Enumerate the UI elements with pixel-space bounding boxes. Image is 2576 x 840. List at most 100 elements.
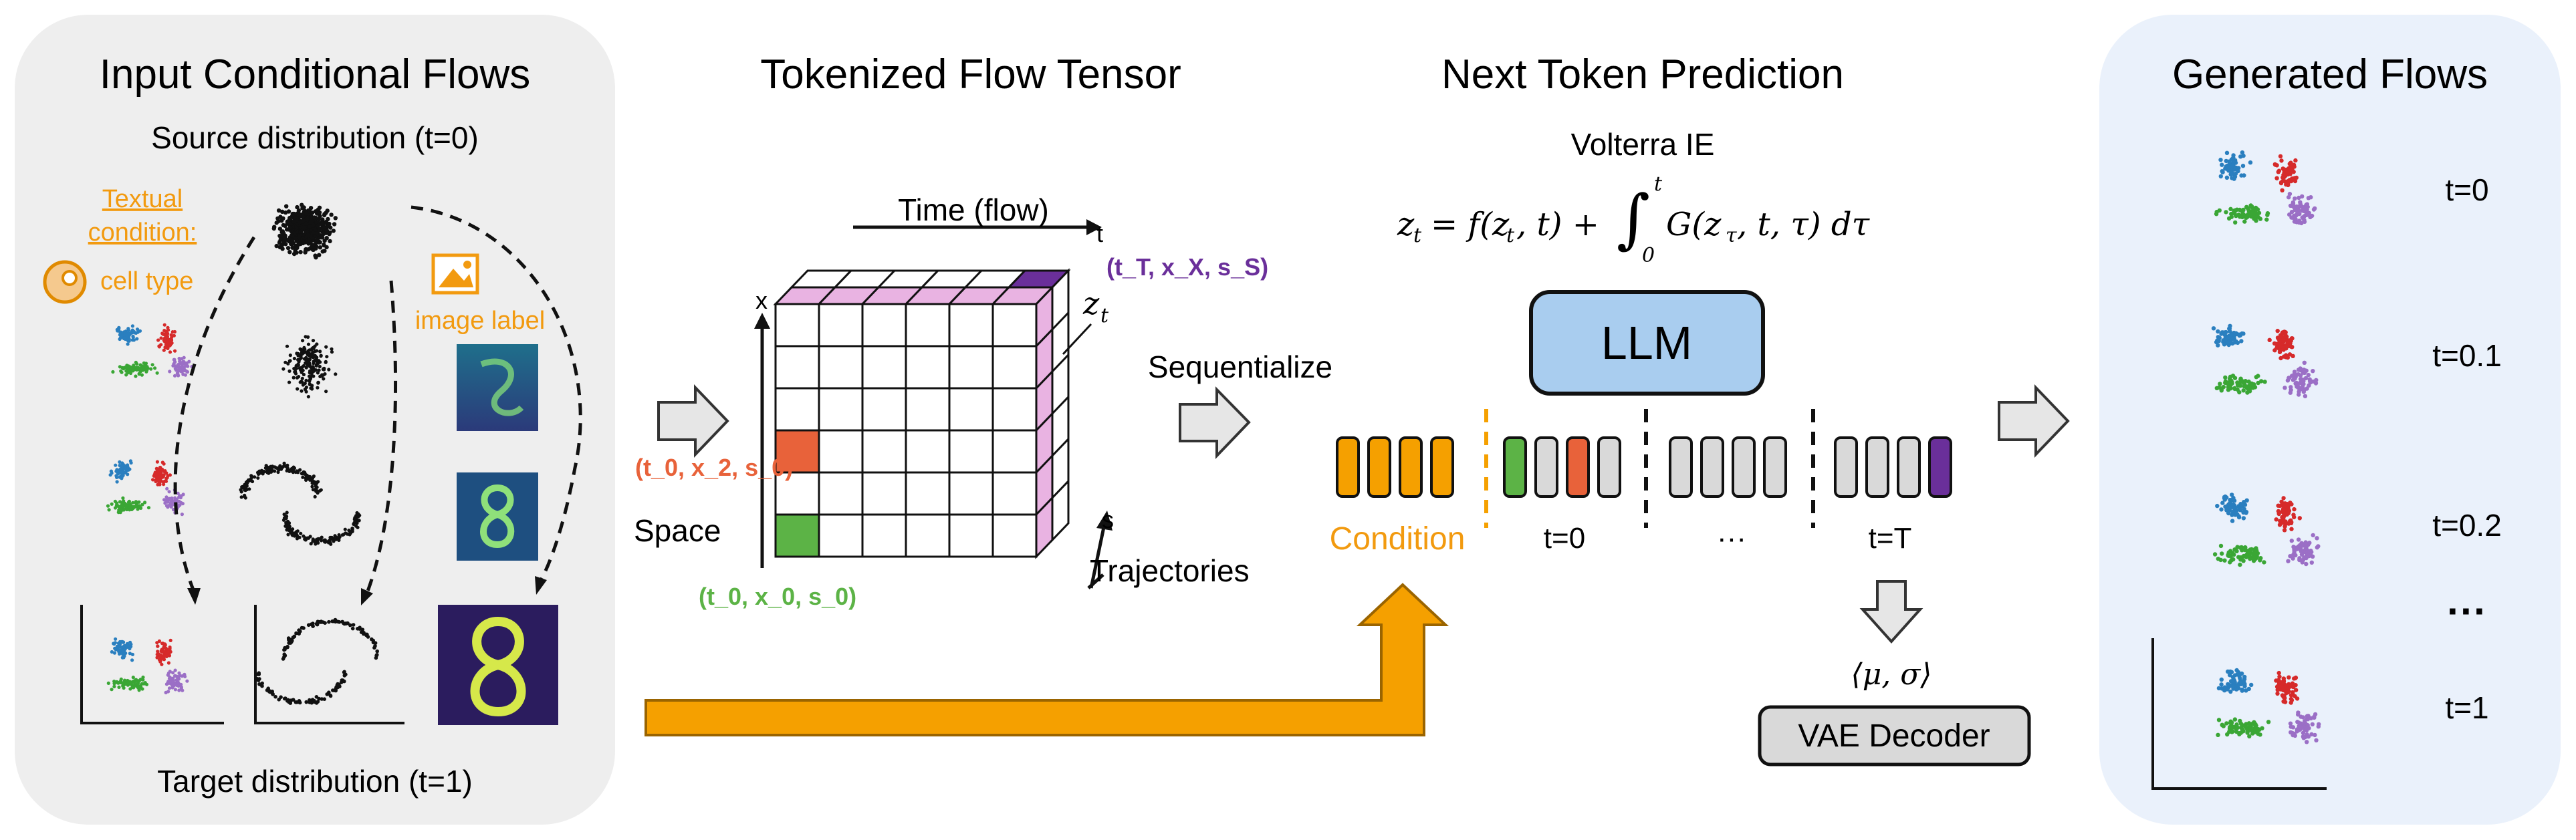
tensor-front-cell: [991, 387, 1038, 432]
scatter-point: [294, 250, 299, 255]
scatter-point: [263, 466, 267, 470]
volterra-equation: z t = f(z t , t) + ∫ t 0 G(z τ , t, τ) d…: [1397, 172, 1871, 267]
cell-point: [179, 686, 183, 691]
textual-condition-line1: Textual: [102, 185, 183, 213]
target-plot-moons: [254, 605, 404, 724]
scatter-point: [295, 204, 300, 210]
cell-point: [2304, 202, 2309, 207]
cell-point: [2244, 688, 2248, 693]
scatter-point: [291, 470, 296, 474]
cell-point: [2291, 556, 2295, 561]
cell-point: [2294, 175, 2299, 180]
cell-point: [122, 499, 126, 503]
scatter-point: [299, 355, 303, 359]
cell-point: [142, 682, 146, 686]
scatter-point: [333, 534, 337, 538]
cell-point: [2232, 386, 2237, 391]
scatter-point: [300, 215, 306, 219]
scatter-point: [319, 354, 323, 358]
cell-point: [2255, 207, 2260, 212]
cell-point: [162, 323, 166, 327]
target-digit-image: [438, 605, 558, 725]
cell-point: [2302, 555, 2307, 560]
cell-point: [2287, 195, 2291, 200]
tensor-front-cell: [948, 429, 994, 474]
generated-cells-t01: [2211, 323, 2319, 398]
cell-point: [2293, 208, 2297, 213]
cell-point: [2229, 215, 2234, 219]
scatter-point: [315, 349, 319, 353]
scatter-point: [287, 225, 293, 230]
cell-point: [2228, 683, 2233, 688]
cell-point: [2310, 722, 2315, 727]
cell-point: [162, 348, 166, 352]
scatter-point: [299, 531, 303, 535]
token: [1834, 436, 1858, 498]
cell-point: [2308, 215, 2313, 220]
scatter-point: [277, 227, 283, 231]
cell-point: [2304, 561, 2309, 567]
cell-point: [2297, 220, 2302, 225]
tensor-front-cell: [861, 513, 907, 558]
cell-point: [2249, 547, 2254, 552]
cell-point: [169, 505, 173, 509]
cell-point: [158, 660, 162, 664]
cell-point: [168, 350, 172, 354]
cell-point: [120, 656, 124, 660]
cell-point: [167, 490, 171, 494]
scatter-point: [243, 482, 247, 486]
cell-point: [136, 684, 140, 688]
cell-point: [2300, 194, 2305, 199]
cell-point: [2238, 333, 2243, 337]
cell-point: [2230, 498, 2235, 503]
target-cell-clusters: [106, 637, 189, 694]
cell-point: [2309, 195, 2313, 200]
scatter-point: [316, 371, 320, 375]
cell-point: [149, 367, 153, 371]
middle-dots-label: ···: [1717, 522, 1746, 555]
cell-point: [162, 479, 166, 484]
cell-point: [2300, 560, 2305, 565]
cell-point: [160, 474, 164, 478]
scatter-point: [295, 469, 299, 473]
moon-point: [282, 655, 286, 659]
scatter-point: [304, 335, 308, 339]
cell-point: [2248, 557, 2252, 561]
cell-point: [2285, 169, 2290, 174]
cell-point: [2311, 369, 2315, 374]
token: [1399, 436, 1423, 498]
moon-point: [311, 621, 315, 625]
scatter-point: [309, 542, 313, 546]
moon-point: [372, 646, 376, 650]
scatter-point: [320, 535, 324, 539]
cell-point: [2242, 547, 2247, 553]
tensor-front-cell: [948, 303, 994, 347]
cell-point: [2224, 329, 2228, 335]
scatter-point: [307, 354, 311, 358]
moon-point: [285, 644, 289, 649]
cell-point: [125, 335, 129, 339]
cell-point: [177, 671, 181, 675]
moon-point: [325, 692, 330, 696]
cell-point: [2292, 164, 2297, 169]
cell-point: [2224, 150, 2230, 155]
cell-point: [2243, 379, 2248, 384]
cell-point: [2241, 516, 2246, 521]
scatter-point: [316, 380, 320, 385]
cell-point: [2228, 673, 2232, 678]
cell-point: [2292, 507, 2297, 512]
cell-point: [2223, 375, 2228, 380]
moon-point: [375, 649, 379, 654]
cell-point: [2246, 206, 2250, 211]
cell-point: [2226, 168, 2231, 172]
svg-text:t: t: [1654, 172, 1663, 196]
cell-point: [164, 342, 168, 346]
cell-point: [168, 645, 172, 650]
scatter-point: [300, 376, 304, 380]
cell-point: [2220, 169, 2224, 174]
cell-point: [168, 473, 172, 477]
scatter-point: [287, 468, 291, 472]
svg-text:0: 0: [1642, 244, 1655, 267]
cell-point: [2239, 682, 2244, 686]
